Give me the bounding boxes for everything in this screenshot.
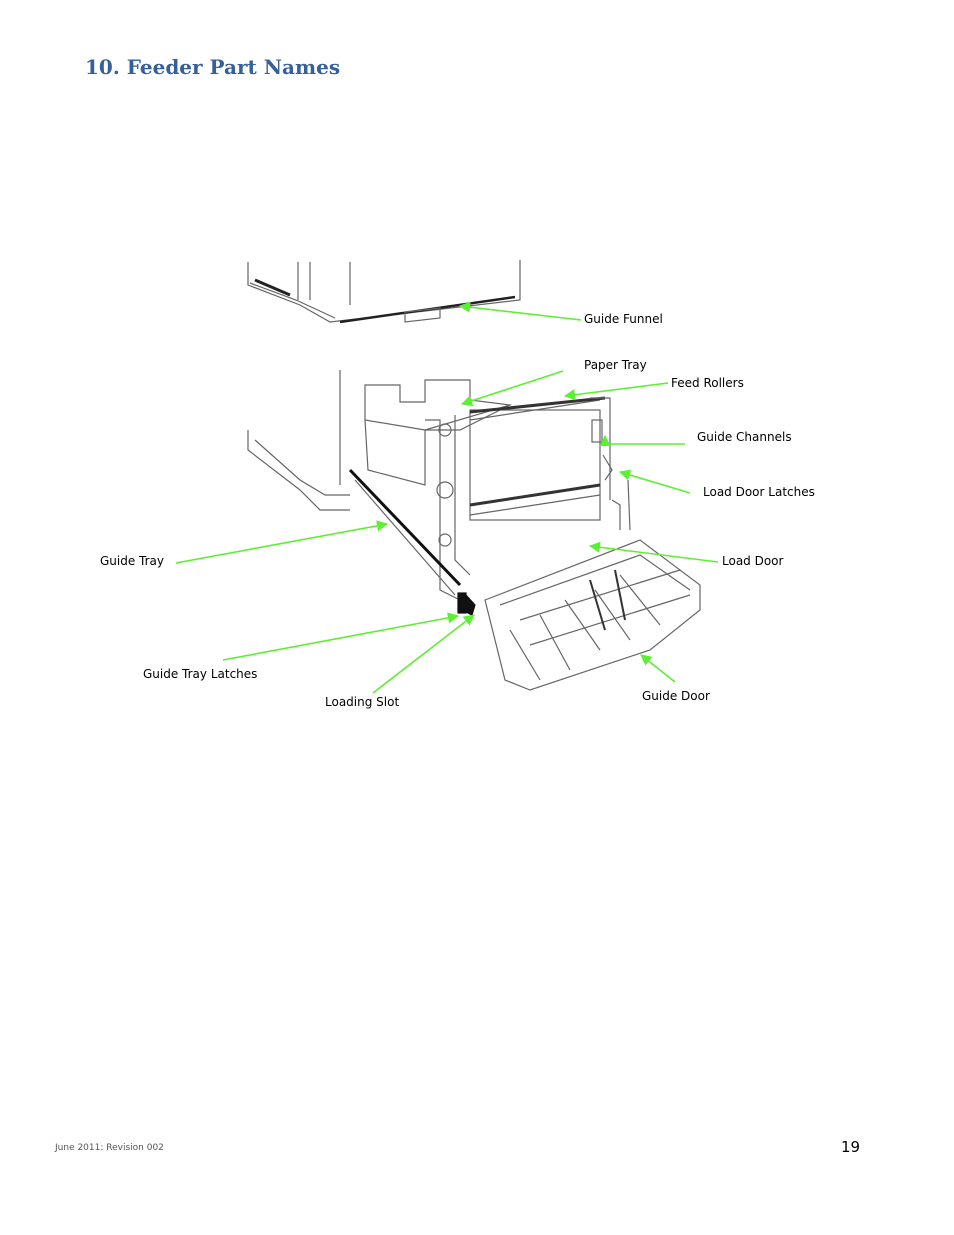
label-load-door-latches: Load Door Latches: [703, 485, 815, 499]
page-number: 19: [841, 1138, 861, 1156]
footer-revision: June 2011: Revision 002: [55, 1143, 164, 1153]
label-load-door: Load Door: [722, 554, 784, 568]
label-guide-tray: Guide Tray: [100, 554, 165, 568]
label-feed-rollers: Feed Rollers: [671, 376, 744, 390]
label-guide-channels: Guide Channels: [697, 430, 792, 444]
callout-arrows: [175, 301, 719, 694]
label-guide-door: Guide Door: [642, 689, 710, 703]
label-guide-tray-latches: Guide Tray Latches: [143, 667, 258, 681]
printer-illustration: [247, 260, 701, 691]
label-paper-tray: Paper Tray: [584, 358, 647, 372]
page-heading: 10. Feeder Part Names: [85, 55, 341, 79]
label-loading-slot: Loading Slot: [325, 695, 400, 709]
label-guide-funnel: Guide Funnel: [584, 312, 663, 326]
